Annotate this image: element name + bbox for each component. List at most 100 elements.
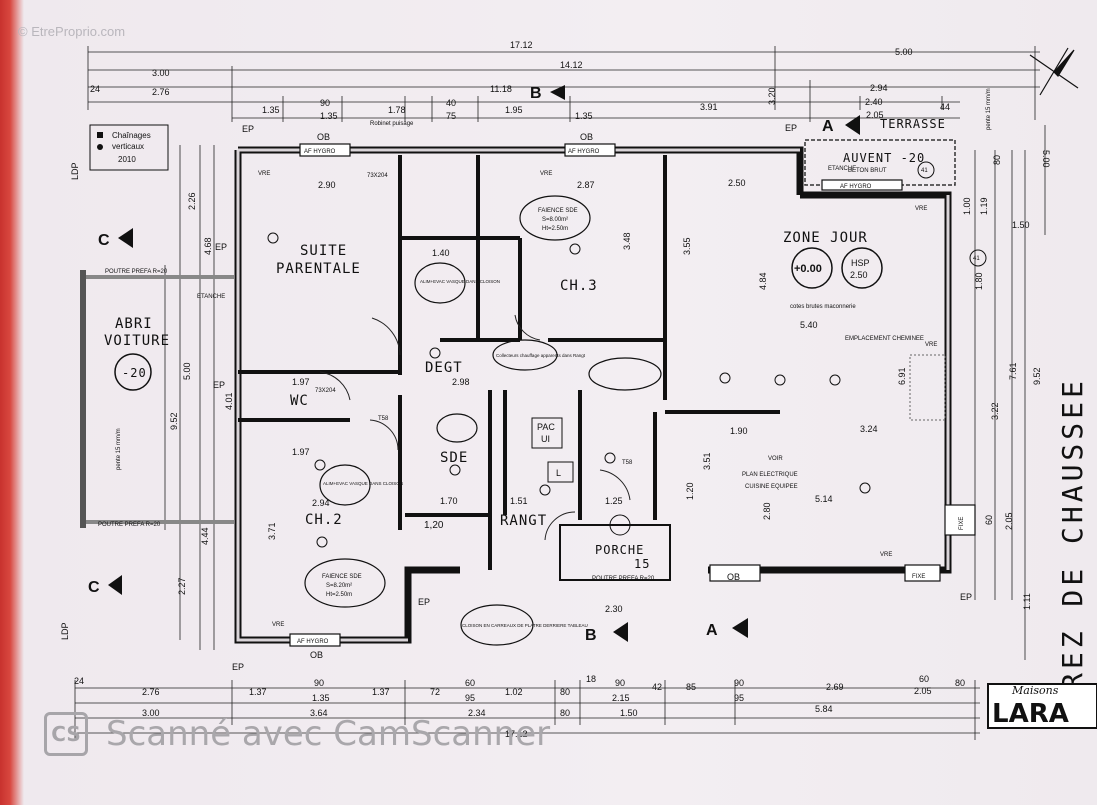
dim-top-135c: 1.35 <box>575 111 593 121</box>
camscanner-text: Scanné avec CamScanner <box>106 714 551 754</box>
dim-bot-584: 5.84 <box>815 704 833 714</box>
poutre-top-label: POUTRE PREFA R=20 <box>105 269 168 275</box>
ldp-top: LDP <box>70 162 80 180</box>
dim-120-label: 1,20 <box>424 520 444 531</box>
dim-top-178: 1.78 <box>388 105 406 115</box>
window-frames <box>289 143 976 647</box>
dim-top-total: 17.12 <box>510 40 533 50</box>
pente-terrasse: pente 15 mm/m <box>986 88 992 130</box>
dim-side-r500: 5.00 <box>1041 150 1051 168</box>
camscanner-logo-icon: CS <box>44 712 88 756</box>
dim-in-250: 2.50 <box>728 178 746 188</box>
dim-in-151: 1.51 <box>510 496 528 506</box>
room-parentale: PARENTALE <box>276 261 361 277</box>
dim-in-170: 1.70 <box>440 496 458 506</box>
zone-level: +0.00 <box>794 263 822 275</box>
fixe-bottom: FIXE <box>912 574 925 580</box>
dim-side-r60: 60 <box>984 515 994 525</box>
dim-top-75: 75 <box>446 111 456 121</box>
ldp-bottom: LDP <box>60 622 70 640</box>
poutre-bottom-label: POUTRE PREFA R=20 <box>98 522 161 528</box>
room-voiture: VOITURE <box>104 333 170 349</box>
dim-bot-80c: 80 <box>560 708 570 718</box>
vre-4: VRE <box>925 342 937 348</box>
room-porche: PORCHE <box>595 543 644 557</box>
ep-3: EP <box>215 242 227 252</box>
dim-in-280: 2.80 <box>762 502 772 520</box>
af-hygro-terrasse: AF HYGRO <box>840 184 872 190</box>
cuisine-label: CUISINE EQUIPEE <box>745 484 798 490</box>
dim-73-1: 73X204 <box>367 173 388 179</box>
dim-in-190: 1.90 <box>730 426 748 436</box>
dim-bot-85: 85 <box>686 682 696 692</box>
dim-top-391: 3.91 <box>700 102 718 112</box>
room-degt: DEGT <box>425 360 463 376</box>
dim-bot-80a: 80 <box>560 687 570 697</box>
dim-in-484: 4.84 <box>758 272 768 290</box>
dim-top-240: 2.40 <box>865 97 883 107</box>
poutre-top <box>86 275 234 279</box>
ep-7: EP <box>960 592 972 602</box>
dim-top-24: 24 <box>90 84 100 94</box>
room-rangt: RANGT <box>500 513 547 529</box>
watermark: © EtreProprio.com <box>18 24 126 39</box>
north-arrow-icon <box>1029 47 1079 96</box>
dim-bot-24: 24 <box>74 676 84 686</box>
section-a-bottom: A <box>706 622 718 639</box>
emplacement-label: EMPLACEMENT CHEMINEE <box>845 336 924 342</box>
robinet-label: Robinet puisage <box>370 121 414 127</box>
faience2-a: FAIENCE SDE <box>322 574 362 580</box>
dim-bot-300: 3.00 <box>142 708 160 718</box>
section-b-bottom: B <box>585 627 597 644</box>
room-abri-level: -20 <box>122 366 147 380</box>
room-sde: SDE <box>440 450 468 466</box>
faience1-a: FAIENCE SDE <box>538 208 578 214</box>
etanche-1: ETANCHE <box>197 294 225 300</box>
room-wc: WC <box>290 393 309 409</box>
alim2: ALIM+EVAC VASQUE DANS CLOISON <box>323 481 403 486</box>
zone-level-badge <box>791 247 833 289</box>
dim-top-44: 44 <box>940 102 950 112</box>
dim-side-468: 4.68 <box>203 237 213 255</box>
interior-walls <box>238 155 780 570</box>
dim-bot-135: 1.35 <box>312 693 330 703</box>
section-c-bottom: C <box>88 579 100 596</box>
dim-side-226: 2.26 <box>187 192 197 210</box>
ep-1: EP <box>242 124 254 134</box>
title-vertical: REZ DE CHAUSSEE <box>1056 377 1089 690</box>
dim-in-401: 4.01 <box>224 392 234 410</box>
faience1-c: Ht=2.50m <box>542 226 568 232</box>
brand-name: LARA <box>992 699 1069 729</box>
dim-in-540: 5.40 <box>800 320 818 330</box>
dim-in-348: 3.48 <box>622 232 632 250</box>
dim-side-r150: 1.50 <box>1012 220 1030 230</box>
light-points <box>267 232 871 548</box>
l-label: L <box>556 468 561 478</box>
ep-5: EP <box>232 662 244 672</box>
dim-side-r119: 1.19 <box>979 197 989 215</box>
dim-top-1118: 11.18 <box>490 84 512 94</box>
door-swings <box>319 314 631 541</box>
legend-line1: Chaînages <box>112 131 151 140</box>
section-c-top: C <box>98 232 110 249</box>
plan-elec-label: PLAN ELECTRIQUE <box>742 472 798 478</box>
dim-bot-90: 90 <box>314 678 324 688</box>
dim-side-r80: 80 <box>992 155 1002 165</box>
dim-bot-137b: 1.37 <box>372 687 390 697</box>
vre-6: VRE <box>272 622 284 628</box>
bottom-dimension-lines <box>74 680 980 740</box>
dim-bot-102: 1.02 <box>505 687 523 697</box>
top-dimension-lines <box>87 46 1040 122</box>
dim-in-324: 3.24 <box>860 424 878 434</box>
dim-in-230: 2.30 <box>605 604 623 614</box>
vre-5: VRE <box>880 552 892 558</box>
section-a-top: A <box>822 118 834 135</box>
dim-side-r100: 1.00 <box>962 197 972 215</box>
porche-outline <box>559 524 671 581</box>
room-terrasse: TERRASSE <box>880 117 946 131</box>
section-markers <box>108 85 860 642</box>
dim-in-298: 2.98 <box>452 377 470 387</box>
dim-bot-total: 17.12 <box>505 729 528 739</box>
dim-in-290: 2.90 <box>318 180 336 190</box>
faience2-c: Ht=2.50m <box>326 592 352 598</box>
